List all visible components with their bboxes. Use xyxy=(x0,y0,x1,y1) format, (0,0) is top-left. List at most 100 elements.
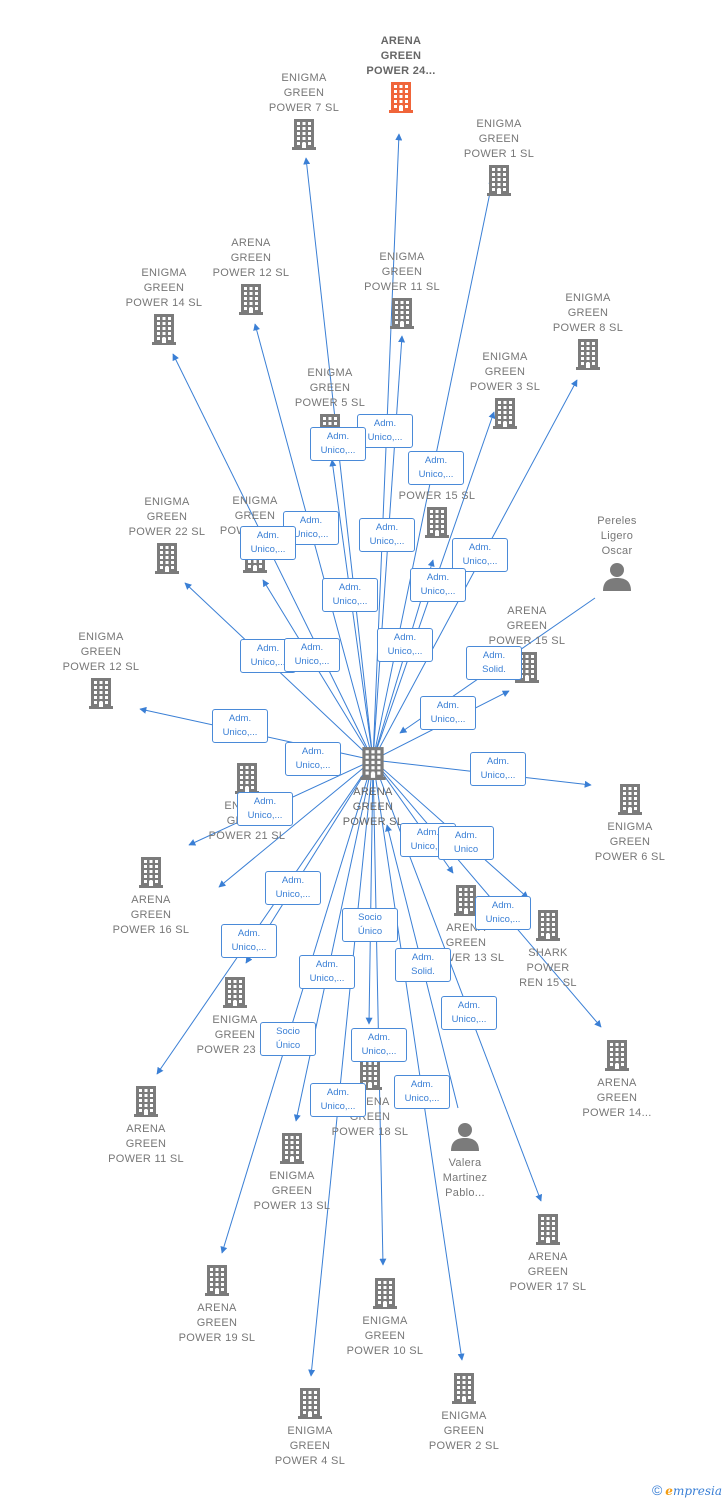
person-icon xyxy=(410,1121,520,1156)
building-icon xyxy=(493,909,603,946)
node-label: ARENA GREEN POWER 11 SL xyxy=(108,1123,184,1165)
edge-label-eg8[interactable]: Adm. Unico,... xyxy=(452,538,508,572)
node-label: ARENA GREEN POWER 12 SL xyxy=(212,237,290,279)
node-valera[interactable]: Valera Martinez Pablo... xyxy=(410,1119,520,1201)
node-label: ENIGMA GREEN POWER 7 SL xyxy=(268,72,340,114)
building-icon xyxy=(46,677,156,714)
building-icon xyxy=(409,1372,519,1409)
edge-label-ag24[interactable]: Adm. Unico,... xyxy=(357,414,413,448)
person-icon xyxy=(562,561,672,596)
building-icon xyxy=(162,1264,272,1301)
edge-label-eg5[interactable]: Adm. Unico,... xyxy=(322,578,378,612)
node-label: ARENA GREEN POWER 19 SL xyxy=(178,1302,256,1344)
edge-ag16 xyxy=(218,759,374,888)
edge-eg2 xyxy=(372,759,465,1361)
brand-initial: e xyxy=(665,1484,673,1498)
edge-eg13 xyxy=(293,759,374,1122)
building-icon xyxy=(493,1213,603,1250)
node-label: Valera Martinez Pablo... xyxy=(442,1157,488,1199)
edge-label-eg14[interactable]: Adm. Unico,... xyxy=(240,526,296,560)
node-eg3[interactable]: ENIGMA GREEN POWER 3 SL xyxy=(450,350,560,434)
node-label: ENIGMA GREEN POWER 10 SL xyxy=(346,1315,424,1357)
building-icon xyxy=(411,884,521,921)
node-label: ENIGMA GREEN POWER 14 SL xyxy=(125,267,203,309)
node-eg1[interactable]: ENIGMA GREEN POWER 1 SL xyxy=(444,117,554,201)
edge-label-egx[interactable]: Adm. Unico,... xyxy=(284,638,340,672)
edge-label-eg1[interactable]: Adm. Unico,... xyxy=(408,451,464,485)
node-label: ENIGMA GREEN POWER 4 SL xyxy=(274,1425,346,1467)
node-eg4[interactable]: ENIGMA GREEN POWER 4 SL xyxy=(255,1385,365,1469)
edge-label-ag19[interactable]: Socio Único xyxy=(260,1022,316,1056)
node-eg14[interactable]: ENIGMA GREEN POWER 14 SL xyxy=(109,266,219,350)
building-icon xyxy=(533,338,643,375)
node-label: ENIGMA GREEN POWER 13 SL xyxy=(253,1170,331,1212)
node-ag12a[interactable]: ARENA GREEN POWER 12 SL xyxy=(196,236,306,320)
node-ag16[interactable]: ARENA GREEN POWER 16 SL xyxy=(96,854,206,938)
footer-brand[interactable]: ©empresia xyxy=(652,1482,722,1498)
node-ag24[interactable]: ARENA GREEN POWER 24... xyxy=(346,34,456,118)
edge-label-ag14[interactable]: Adm. Unico,... xyxy=(475,896,531,930)
node-eg7[interactable]: ENIGMA GREEN POWER 7 SL xyxy=(249,71,359,155)
node-ag15[interactable]: ARENA GREEN POWER 15 SL xyxy=(472,604,582,688)
edge-label-ag11[interactable]: Adm. Unico,... xyxy=(221,924,277,958)
edge-ag19 xyxy=(220,759,374,1254)
node-label: ARENA GREEN POWER 15 SL xyxy=(488,605,566,647)
edge-label-ag17[interactable]: Adm. Unico,... xyxy=(441,996,497,1030)
node-ag11[interactable]: ARENA GREEN POWER 11 SL xyxy=(91,1083,201,1167)
node-label: ENIGMA GREEN POWER 2 SL xyxy=(428,1410,500,1452)
edge-label-eg2[interactable]: Adm. Unico,... xyxy=(394,1075,450,1109)
building-icon xyxy=(249,118,359,155)
edge-label-eg7[interactable]: Adm. Unico,... xyxy=(310,427,366,461)
edge-label-pereles[interactable]: Adm. Solid. xyxy=(466,646,522,680)
edge-label-eg3[interactable]: Adm. Unico,... xyxy=(410,568,466,602)
node-label: ENIGMA GREEN POWER 1 SL xyxy=(463,118,535,160)
edge-label-ag16[interactable]: Adm. Unico,... xyxy=(237,792,293,826)
node-label: Pereles Ligero Oscar xyxy=(597,515,637,557)
edge-label-eg12[interactable]: Adm. Unico,... xyxy=(212,709,268,743)
building-icon xyxy=(346,81,456,118)
node-shark[interactable]: SHARK POWER REN 15 SL xyxy=(493,907,603,991)
edge-label-shark[interactable]: Adm. Unico xyxy=(438,826,494,860)
edge-label-valera[interactable]: Adm. Solid. xyxy=(395,948,451,982)
building-icon xyxy=(96,856,206,893)
edge-label-eg23[interactable]: Adm. Unico,... xyxy=(265,871,321,905)
node-label: ENIGMA GREEN POWER 3 SL xyxy=(469,351,541,393)
edge-label-eg10[interactable]: Adm. Unico,... xyxy=(351,1028,407,1062)
node-label: ARENA GREEN POWER 14... xyxy=(582,1077,652,1119)
node-eg6[interactable]: ENIGMA GREEN POWER 6 SL xyxy=(575,781,685,865)
node-eg13[interactable]: ENIGMA GREEN POWER 13 SL xyxy=(237,1130,347,1214)
node-center[interactable]: ARENA GREEN POWER SL xyxy=(318,744,428,830)
node-eg11[interactable]: ENIGMA GREEN POWER 11 SL xyxy=(347,250,457,334)
node-label: ARENA GREEN POWER 16 SL xyxy=(112,894,190,936)
edge-ag11 xyxy=(156,759,374,1075)
edge-label-ag15[interactable]: Adm. Unico,... xyxy=(420,696,476,730)
building-icon xyxy=(180,976,290,1013)
node-pereles[interactable]: Pereles Ligero Oscar xyxy=(562,514,672,596)
node-ag14[interactable]: ARENA GREEN POWER 14... xyxy=(562,1037,672,1121)
edge-label-ag18[interactable]: Socio Único xyxy=(342,908,398,942)
edge-label-eg11[interactable]: Adm. Unico,... xyxy=(359,518,415,552)
edge-label-p21[interactable]: Adm. Unico,... xyxy=(285,742,341,776)
building-icon xyxy=(315,1058,425,1095)
node-eg2[interactable]: ENIGMA GREEN POWER 2 SL xyxy=(409,1370,519,1454)
building-icon xyxy=(382,506,492,543)
edge-eg10 xyxy=(372,759,387,1266)
building-icon xyxy=(347,297,457,334)
node-label: ARENA GREEN POWER 17 SL xyxy=(509,1251,587,1293)
edge-label-g15[interactable]: Adm. Unico,... xyxy=(377,628,433,662)
edge-label-eg13[interactable]: Adm. Unico,... xyxy=(299,955,355,989)
node-label: ENIGMA GREEN POWER 12 SL xyxy=(62,631,140,673)
node-ag17[interactable]: ARENA GREEN POWER 17 SL xyxy=(493,1211,603,1295)
node-eg10[interactable]: ENIGMA GREEN POWER 10 SL xyxy=(330,1275,440,1359)
building-icon xyxy=(562,1039,672,1076)
building-icon xyxy=(255,1387,365,1424)
node-eg12[interactable]: ENIGMA GREEN POWER 12 SL xyxy=(46,630,156,714)
node-label: ARENA GREEN POWER SL xyxy=(342,786,404,828)
edge-label-eg4[interactable]: Adm. Unico,... xyxy=(310,1083,366,1117)
brand-name: mpresia xyxy=(672,1484,722,1498)
node-ag19[interactable]: ARENA GREEN POWER 19 SL xyxy=(162,1262,272,1346)
node-eg8[interactable]: ENIGMA GREEN POWER 8 SL xyxy=(533,291,643,375)
edge-label-eg6[interactable]: Adm. Unico,... xyxy=(470,752,526,786)
building-icon xyxy=(575,783,685,820)
node-eg22[interactable]: ENIGMA GREEN POWER 22 SL xyxy=(112,495,222,579)
